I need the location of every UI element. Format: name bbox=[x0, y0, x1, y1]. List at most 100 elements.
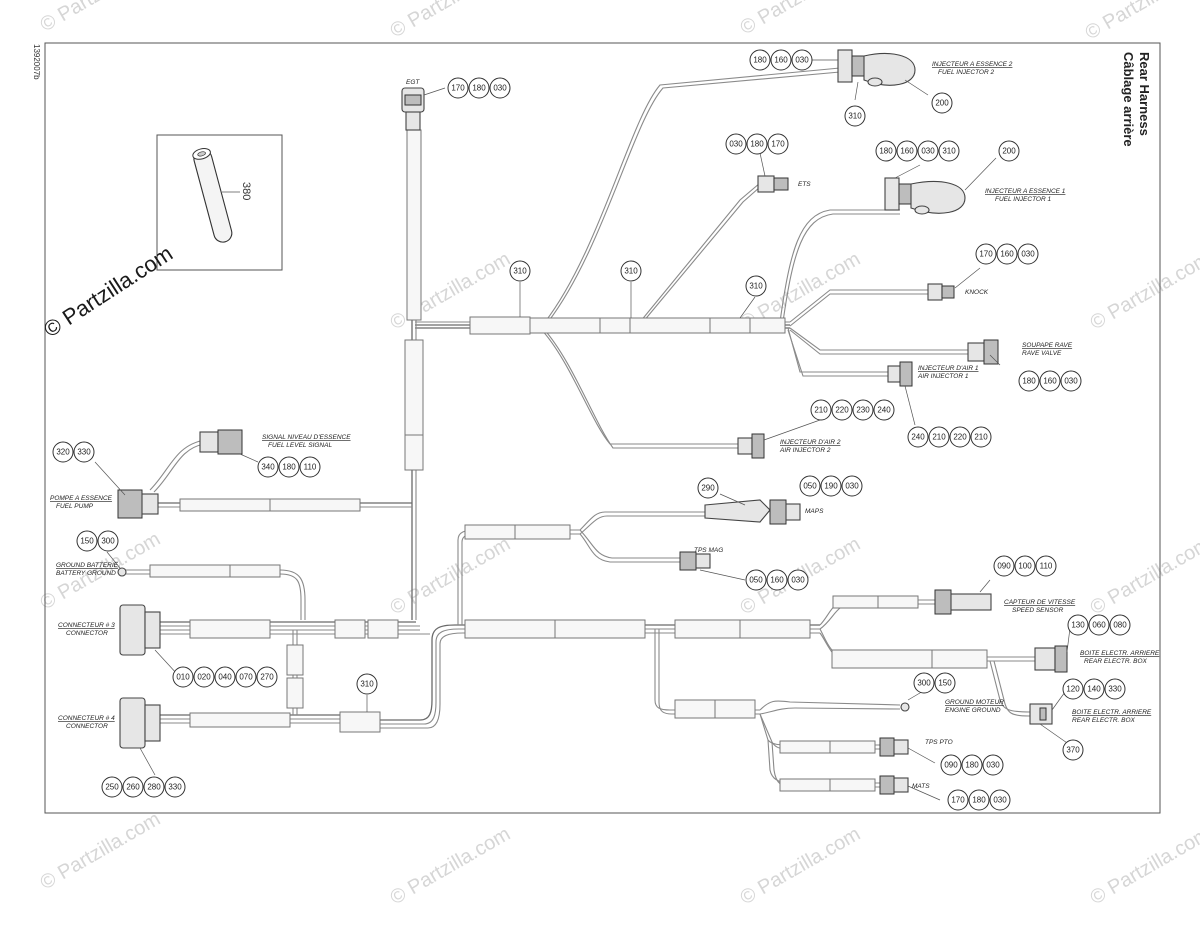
label-mats: MATS bbox=[912, 783, 930, 790]
callout-circle bbox=[968, 789, 990, 811]
title-fr: Câblage arrière bbox=[1121, 52, 1136, 147]
fuel-injector-1-connector bbox=[884, 177, 966, 215]
callout-circle bbox=[509, 260, 531, 282]
partzilla-watermark: © Partzilla.com bbox=[39, 240, 177, 342]
callout-number: 030 bbox=[791, 576, 805, 585]
callout-number: 090 bbox=[997, 562, 1011, 571]
callout-group-clip-c: 310 bbox=[745, 275, 767, 297]
callout-number: 050 bbox=[803, 482, 817, 491]
watermark-text: © Partzilla.com bbox=[37, 808, 165, 894]
watermark-text: © Partzilla.com bbox=[387, 823, 515, 909]
label-gnd-eng-en: ENGINE GROUND bbox=[945, 707, 1001, 714]
callout-number: 180 bbox=[753, 56, 767, 65]
callout-number: 260 bbox=[126, 783, 140, 792]
callout-circle bbox=[1062, 678, 1084, 700]
callout-circle bbox=[214, 666, 236, 688]
callout-circle bbox=[799, 475, 821, 497]
maps-connector bbox=[704, 499, 801, 525]
callout-circle bbox=[907, 426, 929, 448]
watermark-text: © Partzilla.com bbox=[1087, 248, 1200, 334]
callout-circle bbox=[76, 530, 98, 552]
callout-number: 340 bbox=[261, 463, 275, 472]
callout-number: 210 bbox=[974, 433, 988, 442]
callout-number: 240 bbox=[911, 433, 925, 442]
callout-circle bbox=[1039, 370, 1061, 392]
mats-connector bbox=[879, 775, 909, 795]
callout-number: 330 bbox=[77, 448, 91, 457]
callout-number: 170 bbox=[979, 250, 993, 259]
callout-group-clip-d: 310 bbox=[356, 673, 378, 695]
callout-circle bbox=[172, 666, 194, 688]
callout-number: 130 bbox=[1071, 621, 1085, 630]
label-rear-box-en: REAR ELECTR. BOX bbox=[1084, 658, 1148, 665]
callout-circle bbox=[101, 776, 123, 798]
label-gnd-eng-fr: GROUND MOTEUR bbox=[945, 699, 1004, 706]
callout-number: 030 bbox=[986, 761, 1000, 770]
callout-circle bbox=[746, 133, 768, 155]
label-rear-box2-en: REAR ELECTR. BOX bbox=[1072, 717, 1136, 724]
callout-circle bbox=[931, 92, 953, 114]
callout-circle bbox=[841, 475, 863, 497]
component-labels: EGT INJECTEUR A ESSENCE 2 FUEL INJECTOR … bbox=[50, 61, 1160, 790]
callout-number: 180 bbox=[965, 761, 979, 770]
callout-group-maps-a: 290 bbox=[697, 477, 719, 499]
callout-number: 030 bbox=[493, 84, 507, 93]
callout-circle bbox=[938, 140, 960, 162]
callout-circle bbox=[928, 426, 950, 448]
callout-circle bbox=[447, 77, 469, 99]
callout-number: 120 bbox=[1066, 685, 1080, 694]
callout-circle bbox=[1017, 243, 1039, 265]
callout-circle bbox=[998, 140, 1020, 162]
callout-circle bbox=[697, 477, 719, 499]
callout-number: 320 bbox=[56, 448, 70, 457]
label-fuel-sig-en: FUEL LEVEL SIGNAL bbox=[268, 442, 332, 449]
callout-number: 310 bbox=[513, 267, 527, 276]
callout-circle bbox=[913, 672, 935, 694]
callout-number: 330 bbox=[1108, 685, 1122, 694]
callout-number: 030 bbox=[729, 140, 743, 149]
knock-connector bbox=[927, 283, 955, 301]
callout-circle bbox=[725, 133, 747, 155]
sleeves bbox=[149, 129, 988, 792]
callout-number: 220 bbox=[835, 406, 849, 415]
callout-circle bbox=[767, 133, 789, 155]
watermark-text: © Partzilla.com bbox=[737, 823, 865, 909]
callout-number: 070 bbox=[239, 673, 253, 682]
watermark-text: © Partzilla.com bbox=[1087, 533, 1200, 619]
callout-number: 110 bbox=[1040, 562, 1053, 571]
callout-number: 250 bbox=[105, 783, 119, 792]
callout-circle bbox=[820, 475, 842, 497]
label-gnd-batt-en: BATTERY GROUND bbox=[56, 570, 116, 577]
watermarks: © Partzilla.com © Partzilla.com © Partzi… bbox=[37, 0, 1200, 909]
callout-circle bbox=[766, 569, 788, 591]
callout-circle bbox=[745, 569, 767, 591]
callout-number: 210 bbox=[814, 406, 828, 415]
callout-circle bbox=[1060, 370, 1082, 392]
label-speed-en: SPEED SENSOR bbox=[1012, 607, 1064, 614]
callout-number: 030 bbox=[1021, 250, 1035, 259]
fuel-level-connector bbox=[199, 429, 243, 455]
label-inj2-fr: INJECTEUR A ESSENCE 2 bbox=[932, 61, 1013, 68]
callout-circle bbox=[982, 754, 1004, 776]
label-speed-fr: CAPTEUR DE VITESSE bbox=[1004, 599, 1076, 606]
callout-number: 160 bbox=[774, 56, 788, 65]
callout-circle bbox=[791, 49, 813, 71]
callout-circle bbox=[1014, 555, 1036, 577]
label-rear-box-fr: BOITE ELECTR. ARRIERE bbox=[1080, 650, 1160, 657]
callout-number: 310 bbox=[624, 267, 638, 276]
label-tps-pto: TPS PTO bbox=[925, 739, 953, 746]
label-ets: ETS bbox=[798, 181, 811, 188]
callout-group-pump: 320 330 bbox=[52, 441, 95, 463]
callout-group-inj2-b: 310 bbox=[844, 105, 866, 127]
callout-number: 170 bbox=[451, 84, 465, 93]
callout-number: 180 bbox=[472, 84, 486, 93]
callout-number: 330 bbox=[168, 783, 182, 792]
